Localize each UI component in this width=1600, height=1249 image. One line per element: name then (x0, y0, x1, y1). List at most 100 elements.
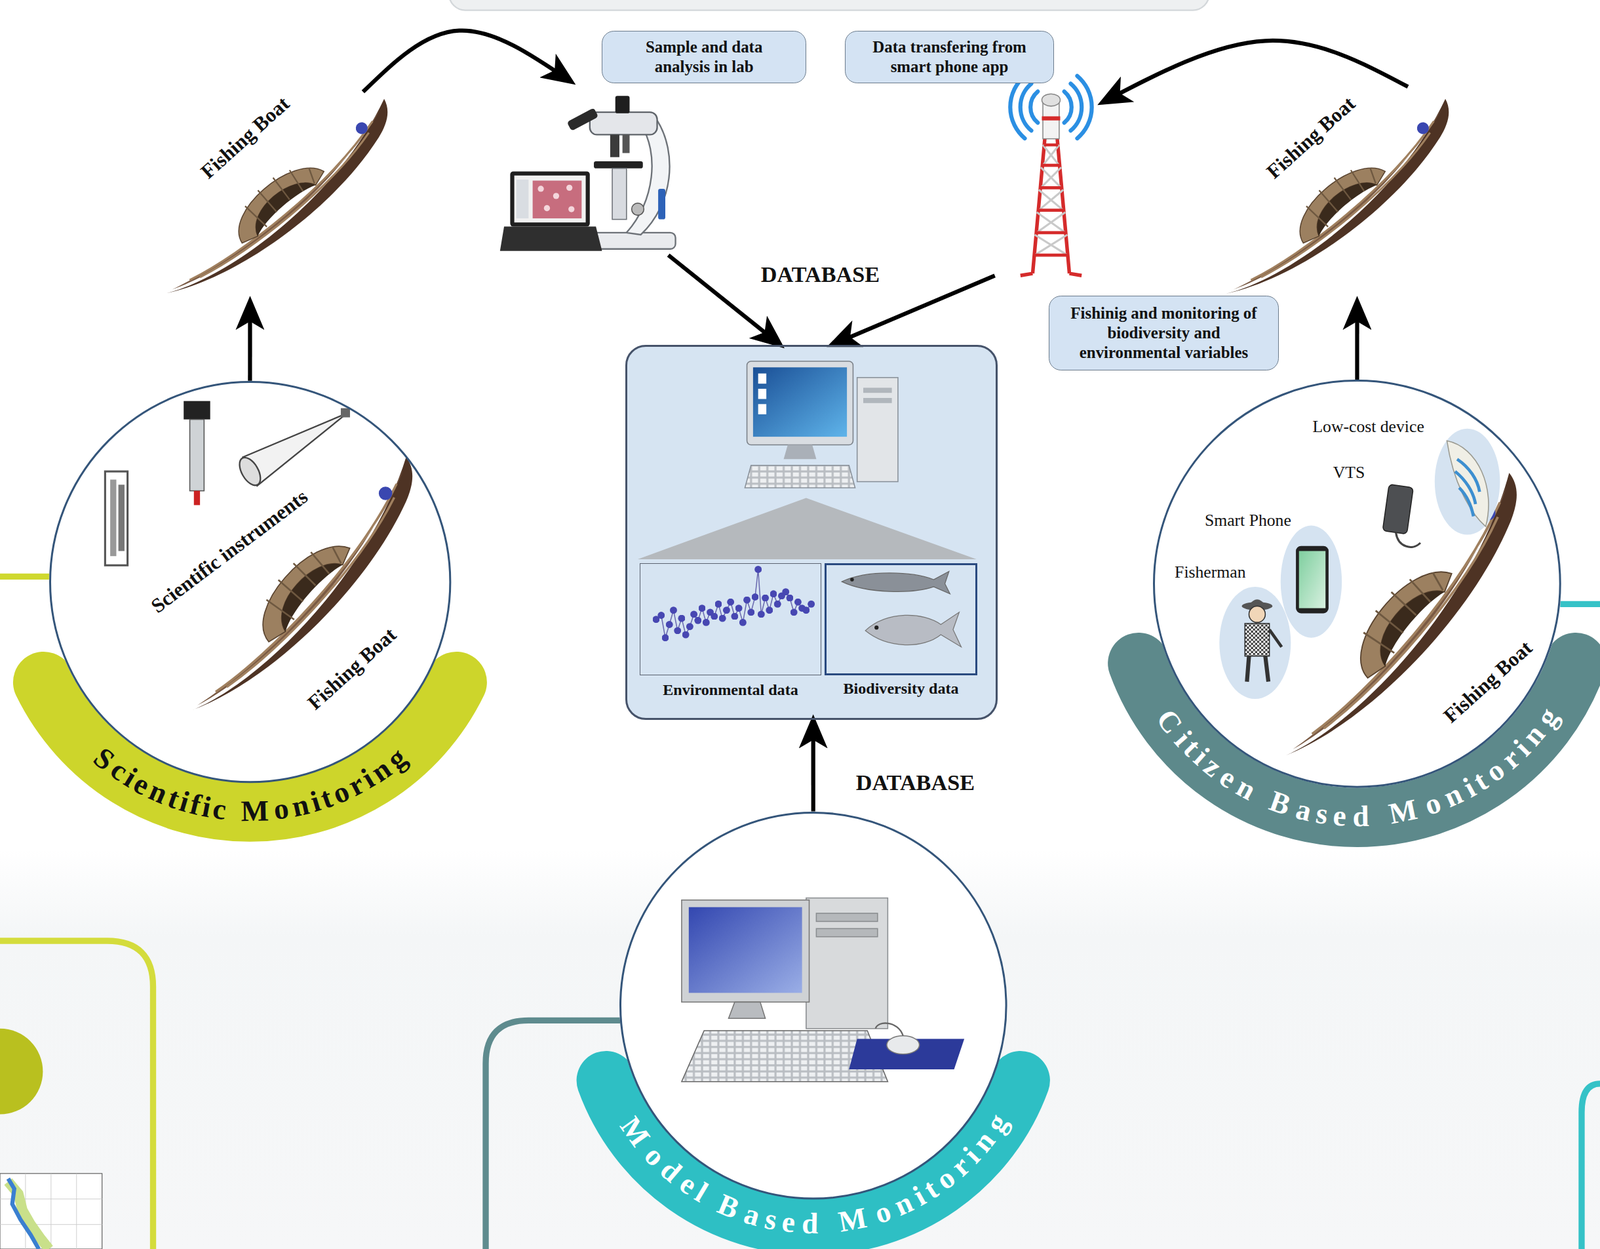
microscope (631, 203, 645, 216)
monitoring-band (619, 810, 1008, 1199)
band-title: Citizen Based Monitoring (1194, 801, 1520, 832)
microscope (610, 134, 620, 157)
database-computer (758, 403, 767, 415)
laptop (566, 184, 573, 191)
fishing-boat-picture (167, 453, 446, 731)
database-computer (637, 361, 977, 560)
monitoring-band (49, 380, 451, 783)
circle-outline (619, 811, 1008, 1200)
data-panel: Biodiversity data (824, 563, 978, 676)
citizen-devices (1269, 629, 1283, 647)
citizen-devices (1219, 586, 1291, 699)
scientific-instruments (194, 490, 200, 506)
band-title: Scientific Monitoring (115, 796, 385, 826)
laptop (516, 179, 529, 219)
arc-letter: e (780, 1206, 797, 1238)
boat-label: Fishing Boat (1262, 91, 1361, 183)
model-computer (681, 899, 810, 1003)
database-computer (863, 397, 893, 404)
telecom-tower (1034, 144, 1068, 255)
database-fill (625, 344, 998, 720)
arc-letter: d (800, 1208, 819, 1239)
citizen-devices (1299, 550, 1326, 608)
arc-letter (1373, 800, 1384, 831)
scientific-instruments (190, 419, 205, 491)
boat-label: Fishing Boat (1438, 635, 1537, 727)
device-label: Low-cost device (1312, 416, 1424, 437)
microscope (658, 188, 666, 220)
model-computer (875, 1023, 904, 1036)
arrow-connector (363, 30, 572, 93)
citizen-devices (1295, 546, 1329, 614)
citizen-devices (1244, 623, 1269, 657)
boat-label: Fishing Boat (302, 622, 401, 714)
panel-label: Environmental data (662, 681, 799, 700)
boat-label: Fishing Boat (195, 91, 294, 183)
model-computer (816, 913, 878, 921)
laptop (532, 180, 583, 219)
monitoring-circle: Scientific instrumentsFishing BoatScient… (49, 380, 451, 783)
citizen-devices (1382, 484, 1414, 535)
database-computer (637, 498, 977, 560)
model-computer (806, 897, 889, 1029)
arrow-connector (1101, 40, 1408, 103)
laptop (544, 205, 550, 212)
laptop (514, 175, 586, 223)
monitoring-circle: Model Based Monitoring (619, 811, 1008, 1200)
telecom-tower (1041, 116, 1060, 120)
database-computer (744, 465, 855, 488)
telecom-tower (1033, 144, 1069, 255)
laptop (568, 205, 575, 212)
circle-outline (1152, 379, 1562, 788)
frame-decoration (0, 1028, 43, 1115)
laptop (500, 171, 603, 251)
fish (841, 571, 950, 594)
arc-letter: c (211, 793, 229, 825)
database-computer (747, 361, 854, 446)
citizen-devices (1446, 440, 1488, 527)
fishing-boat-picture (148, 95, 1554, 777)
database-computer (758, 388, 767, 400)
device-label: VTS (1333, 462, 1366, 483)
map-thumbnail (0, 1173, 103, 1249)
laptop (537, 185, 544, 192)
telecom-tower (1010, 76, 1092, 139)
microscope (626, 120, 670, 235)
microscope (589, 112, 658, 135)
frame-decoration (1560, 601, 1600, 607)
fishing-boat-node: Fishing Boat (1219, 86, 1465, 301)
citizen-devices (1248, 605, 1266, 623)
environmental-scatter (656, 568, 812, 638)
laptop (500, 226, 603, 252)
microscope (593, 161, 644, 169)
database-computer (753, 367, 847, 437)
callout-box: Fishinig and monitoring of biodiversity … (1048, 295, 1279, 370)
model-computer (816, 928, 878, 937)
scientific-instruments (183, 401, 210, 420)
callout-text: Data transfering from smart phone app (859, 37, 1040, 77)
fishing-boat-picture (1209, 95, 1475, 314)
callout-box: Sample and data analysis in lab (601, 30, 806, 84)
arc-letter: M (1386, 794, 1420, 830)
instrument-label: Scientific instruments (146, 484, 313, 618)
citizen-devices (1219, 428, 1500, 699)
scientific-instruments (235, 454, 265, 489)
citizen-devices (1434, 428, 1501, 535)
arc-letter: o (871, 1195, 895, 1229)
arc-letter: M (240, 796, 269, 827)
callout-text: Fishinig and monitoring of biodiversity … (1065, 303, 1262, 363)
arc-letter: M (614, 1111, 655, 1152)
edge-label: DATABASE (856, 769, 975, 796)
database-computer (863, 387, 893, 393)
panel-label: Biodiversity data (842, 679, 959, 699)
scientific-instruments (104, 471, 128, 566)
data-transfer-node: Data transfering from smart phone app (844, 28, 1102, 276)
fishing-boat-picture (148, 95, 414, 314)
frame-decoration (0, 573, 50, 580)
arrow-connector (1354, 300, 1359, 380)
arc-letter: s (762, 1204, 780, 1236)
model-computer (688, 907, 803, 994)
